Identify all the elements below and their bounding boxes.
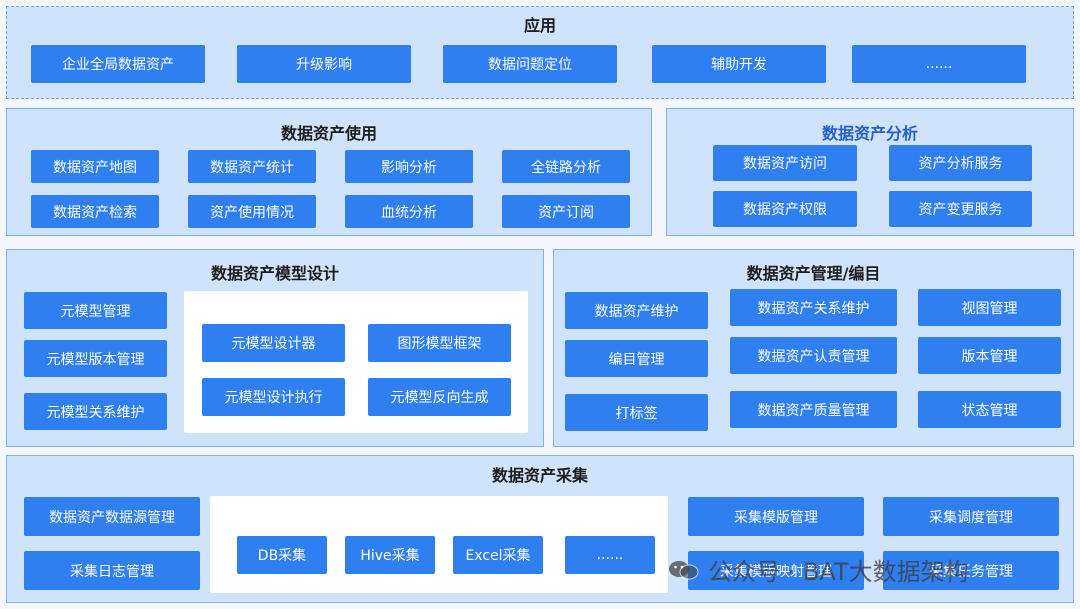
mgmt-item-quality-mgmt[interactable]: 数据资产质量管理	[730, 391, 897, 428]
wechat-icon	[668, 559, 700, 581]
collect-item-template-mgmt[interactable]: 采集模版管理	[688, 497, 864, 536]
app-item-issue-locate[interactable]: 数据问题定位	[443, 45, 617, 83]
mgmt-item-catalog-mgmt[interactable]: 编目管理	[565, 340, 708, 377]
analysis-item-change-service[interactable]: 资产变更服务	[889, 191, 1032, 227]
model-design-title: 数据资产模型设计	[210, 264, 339, 283]
mgmt-item-relation-maint[interactable]: 数据资产关系维护	[730, 289, 897, 326]
usage-item-full-lineage[interactable]: 全链路分析	[502, 150, 630, 183]
mgmt-item-view-mgmt[interactable]: 视图管理	[918, 289, 1061, 326]
model-item-reverse-gen[interactable]: 元模型反向生成	[368, 378, 511, 416]
model-item-version-mgmt[interactable]: 元模型版本管理	[24, 340, 167, 377]
usage-item-asset-map[interactable]: 数据资产地图	[31, 150, 159, 183]
watermark-text: 公众号 · BAT大数据架构	[708, 558, 969, 586]
app-layer-title: 应用	[523, 16, 556, 35]
app-item-dev-assist[interactable]: 辅助开发	[652, 45, 826, 83]
mgmt-item-version-mgmt[interactable]: 版本管理	[918, 337, 1061, 374]
collect-item-hive[interactable]: Hive采集	[345, 536, 435, 574]
usage-item-lineage-analysis[interactable]: 血统分析	[345, 195, 473, 228]
usage-item-impact-analysis[interactable]: 影响分析	[345, 150, 473, 183]
app-item-more[interactable]: ......	[852, 45, 1026, 83]
mgmt-item-asset-maint[interactable]: 数据资产维护	[565, 292, 708, 329]
usage-title: 数据资产使用	[280, 124, 377, 143]
app-item-upgrade-impact[interactable]: 升级影响	[237, 45, 411, 83]
mgmt-item-ownership-mgmt[interactable]: 数据资产认责管理	[730, 337, 897, 374]
analysis-title: 数据资产分析	[821, 124, 918, 143]
collect-item-template-mapping[interactable]: 采集模版映射管理	[688, 551, 864, 590]
analysis-item-access[interactable]: 数据资产访问	[713, 145, 857, 181]
collect-item-datasource-mgmt[interactable]: 数据资产数据源管理	[24, 497, 200, 536]
collect-item-schedule-mgmt[interactable]: 采集调度管理	[883, 497, 1059, 536]
model-item-metamodel-mgmt[interactable]: 元模型管理	[24, 292, 167, 329]
usage-item-asset-search[interactable]: 数据资产检索	[31, 195, 159, 228]
analysis-item-permission[interactable]: 数据资产权限	[713, 191, 857, 227]
app-item-global-assets[interactable]: 企业全局数据资产	[31, 45, 205, 83]
watermark: 公众号 · BAT大数据架构	[668, 552, 969, 587]
collection-title: 数据资产采集	[491, 466, 588, 485]
model-item-design-exec[interactable]: 元模型设计执行	[202, 378, 345, 416]
collect-item-task-mgmt[interactable]: 采集任务管理	[883, 551, 1059, 590]
model-item-designer[interactable]: 元模型设计器	[202, 324, 345, 362]
model-item-relation-maint[interactable]: 元模型关系维护	[24, 393, 167, 430]
collect-item-excel[interactable]: Excel采集	[453, 536, 543, 574]
usage-item-usage-status[interactable]: 资产使用情况	[188, 195, 316, 228]
collect-item-log-mgmt[interactable]: 采集日志管理	[24, 551, 200, 590]
collect-item-more[interactable]: ......	[565, 536, 655, 574]
usage-item-asset-stats[interactable]: 数据资产统计	[188, 150, 316, 183]
mgmt-item-tagging[interactable]: 打标签	[565, 394, 708, 431]
collect-item-db[interactable]: DB采集	[237, 536, 327, 574]
management-title: 数据资产管理/编目	[746, 264, 881, 283]
model-item-graph-framework[interactable]: 图形模型框架	[368, 324, 511, 362]
analysis-item-service[interactable]: 资产分析服务	[889, 145, 1032, 181]
mgmt-item-status-mgmt[interactable]: 状态管理	[918, 391, 1061, 428]
usage-item-subscription[interactable]: 资产订阅	[502, 195, 630, 228]
